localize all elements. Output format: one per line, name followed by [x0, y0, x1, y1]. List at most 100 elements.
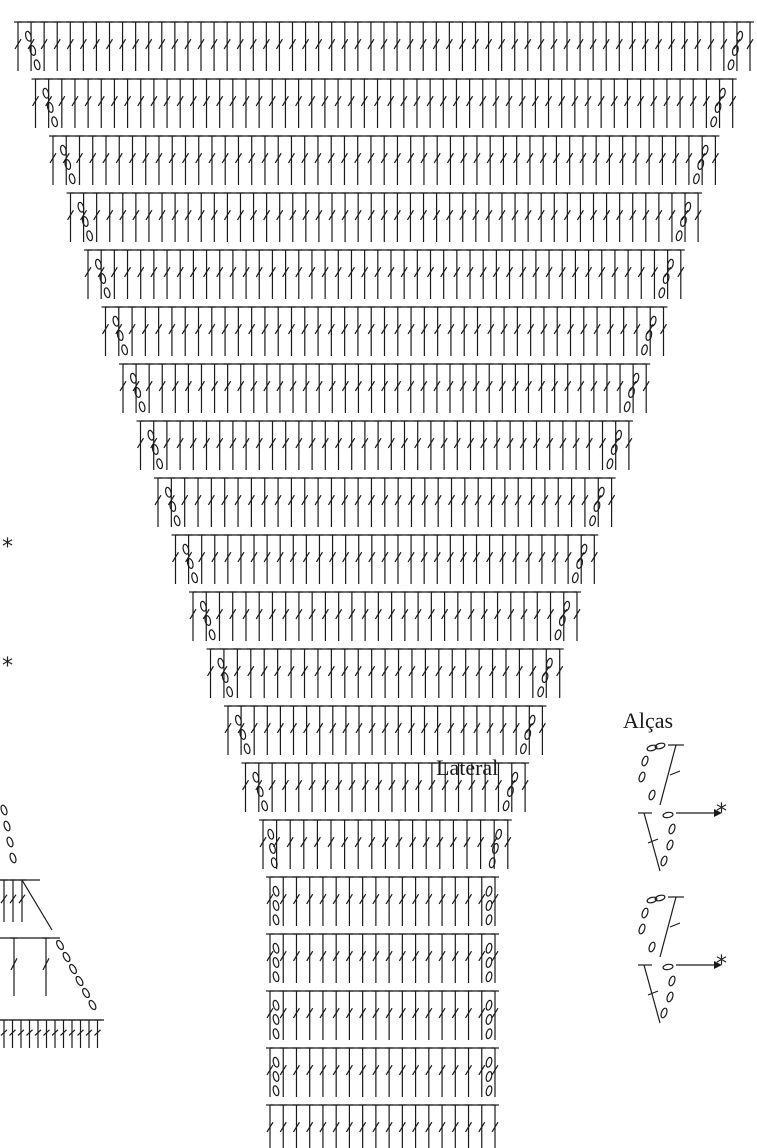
double-crochet-stitch-icon — [472, 363, 481, 413]
double-crochet-stitch-icon — [445, 192, 454, 242]
double-crochet-stitch-icon — [558, 249, 567, 299]
double-crochet-stitch-icon — [260, 477, 269, 527]
double-crochet-stitch-icon — [292, 876, 301, 926]
double-crochet-stitch-icon — [281, 762, 290, 812]
double-crochet-stitch-icon — [360, 420, 369, 470]
double-crochet-stitch-icon — [305, 990, 314, 1040]
double-crochet-stitch-icon — [411, 1104, 420, 1148]
double-crochet-stitch-icon — [189, 591, 197, 641]
chain-stitch-oval-icon — [199, 600, 207, 612]
double-crochet-stitch-icon — [464, 933, 473, 983]
double-crochet-stitch-icon — [531, 249, 540, 299]
chain-stitch-oval-icon — [129, 372, 137, 384]
double-crochet-stitch-icon — [555, 648, 564, 698]
double-crochet-stitch-icon — [573, 591, 581, 641]
double-crochet-stitch-icon — [506, 591, 515, 641]
double-crochet-stitch-icon — [466, 420, 475, 470]
double-crochet-stitch-icon — [393, 306, 402, 356]
double-crochet-stitch-icon — [593, 306, 602, 356]
double-crochet-stitch-icon — [263, 534, 272, 584]
double-crochet-stitch-icon — [432, 192, 441, 242]
double-crochet-stitch-icon — [340, 819, 349, 869]
chain-stitch-oval-icon — [164, 486, 172, 498]
double-crochet-stitch-icon — [554, 477, 563, 527]
double-crochet-stitch-icon — [154, 477, 162, 527]
double-crochet-stitch-icon — [242, 420, 251, 470]
double-crochet-stitch-icon — [31, 78, 40, 128]
double-crochet-stitch-icon — [503, 819, 512, 869]
double-crochet-stitch-icon — [497, 21, 506, 71]
double-crochet-stitch-icon — [40, 21, 49, 71]
double-crochet-stitch-icon — [171, 192, 180, 242]
double-crochet-stitch-icon — [215, 249, 224, 299]
double-crochet-stitch-icon — [616, 363, 625, 413]
chain-stitch-oval-icon — [182, 543, 190, 555]
double-crochet-stitch-icon — [618, 135, 627, 185]
chain-stitch-oval-icon — [502, 800, 510, 812]
double-crochet-stitch-icon — [564, 534, 573, 584]
double-crochet-stitch-icon — [440, 420, 449, 470]
double-crochet-stitch-icon — [288, 192, 297, 242]
alcas-label: Alças — [623, 708, 674, 733]
main-panel-chart — [14, 21, 754, 1148]
double-crochet-stitch-icon — [68, 1019, 76, 1048]
double-crochet-stitch-icon — [400, 591, 409, 641]
double-crochet-stitch-icon — [385, 990, 394, 1040]
double-crochet-stitch-icon — [340, 648, 349, 698]
chain-stitch-oval-icon — [488, 857, 496, 869]
chain-stitch-oval-icon — [270, 857, 278, 869]
double-crochet-stitch-icon — [44, 78, 53, 128]
chain-stitch-oval-icon — [82, 987, 90, 999]
chain-stitch-oval-icon — [204, 615, 212, 626]
chain-stitch-oval-icon — [571, 572, 579, 584]
chain-stitch-oval-icon — [558, 615, 566, 626]
double-crochet-stitch-icon — [524, 534, 533, 584]
double-crochet-stitch-icon — [576, 21, 585, 71]
double-crochet-stitch-icon — [131, 192, 140, 242]
double-crochet-stitch-icon — [367, 648, 376, 698]
chain-stitch-oval-icon — [169, 501, 177, 512]
double-crochet-stitch-icon — [472, 135, 481, 185]
double-crochet-stitch-icon — [650, 249, 659, 299]
chain-stitch-oval-icon — [654, 742, 666, 750]
double-crochet-stitch-icon — [97, 78, 106, 128]
double-crochet-stitch-icon — [341, 534, 350, 584]
double-crochet-stitch-icon — [479, 249, 488, 299]
double-crochet-stitch-icon — [711, 135, 720, 185]
chain-stitch-oval-icon — [736, 30, 744, 42]
double-crochet-stitch-icon — [136, 249, 145, 299]
double-crochet-stitch-icon — [491, 990, 499, 1040]
chain-stitch-oval-icon — [81, 216, 89, 227]
chain-stitch-oval-icon — [272, 1028, 280, 1040]
double-crochet-stitch-icon — [746, 21, 754, 71]
double-crochet-stitch-icon — [51, 1019, 59, 1048]
double-crochet-stitch-icon — [345, 933, 354, 983]
chain-stitch-oval-icon — [545, 657, 553, 669]
double-crochet-stitch-icon — [255, 591, 264, 641]
double-crochet-stitch-icon — [411, 933, 420, 983]
double-crochet-stitch-icon — [398, 990, 407, 1040]
chain-stitch-oval-icon — [261, 800, 269, 812]
double-crochet-stitch-icon — [210, 192, 219, 242]
double-crochet-stitch-icon — [366, 21, 375, 71]
double-crochet-stitch-icon — [17, 1019, 25, 1048]
double-crochet-stitch-icon — [458, 21, 467, 71]
double-crochet-stitch-icon — [510, 21, 519, 71]
double-crochet-stitch-icon — [105, 21, 114, 71]
double-crochet-stitch-icon — [571, 249, 580, 299]
double-crochet-stitch-icon — [380, 477, 389, 527]
double-crochet-stitch-icon — [327, 819, 335, 869]
double-crochet-stitch-icon — [84, 249, 92, 299]
double-crochet-stitch-icon — [602, 363, 611, 413]
double-crochet-stitch-icon — [419, 192, 428, 242]
double-crochet-stitch-icon — [327, 135, 336, 185]
chain-stitch-oval-icon — [491, 843, 499, 854]
double-crochet-stitch-icon — [563, 363, 572, 413]
double-crochet-stitch-icon — [386, 249, 395, 299]
double-crochet-stitch-icon — [615, 21, 624, 71]
double-crochet-stitch-icon — [279, 990, 288, 1040]
double-crochet-stitch-icon — [550, 192, 559, 242]
double-crochet-stitch-icon — [305, 933, 314, 983]
double-crochet-stitch-icon — [308, 591, 317, 641]
double-crochet-stitch-icon — [305, 1047, 314, 1097]
